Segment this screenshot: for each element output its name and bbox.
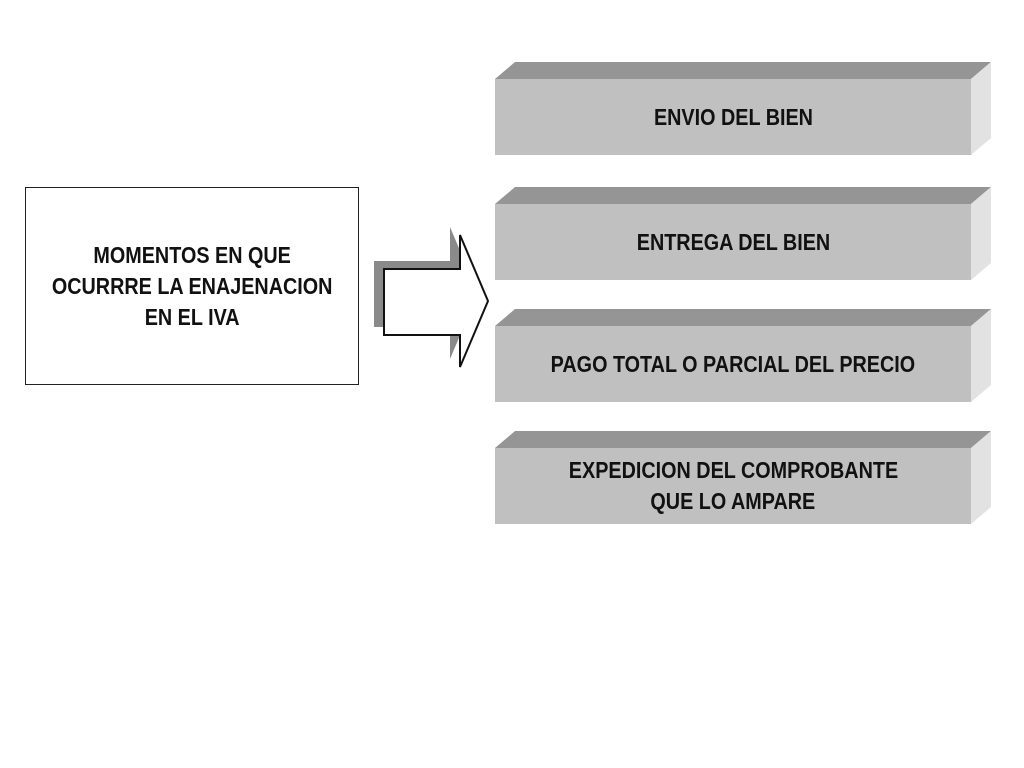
slab-label-line: EXPEDICION DEL COMPROBANTE [568,457,898,483]
slab-shape [495,62,991,155]
main-concept-text: MOMENTOS EN QUE OCURRRE LA ENAJENACION E… [52,240,333,333]
moment-slab-expedicion: EXPEDICION DEL COMPROBANTE QUE LO AMPARE [495,431,991,526]
moment-slab-entrega: ENTREGA DEL BIEN [495,187,991,282]
moment-slab-pago: PAGO TOTAL O PARCIAL DEL PRECIO [495,309,991,404]
slab-label: EXPEDICION DEL COMPROBANTE QUE LO AMPARE [495,448,971,524]
main-concept-box: MOMENTOS EN QUE OCURRRE LA ENAJENACION E… [25,187,359,385]
arrow-body [383,234,490,368]
slab-label-line: ENTREGA DEL BIEN [636,228,830,255]
slab-label-line: PAGO TOTAL O PARCIAL DEL PRECIO [550,350,916,377]
moment-slab-envio: ENVIO DEL BIEN [495,62,991,157]
slab-label: ENTREGA DEL BIEN [495,204,971,280]
main-concept-line: EN EL IVA [144,303,240,330]
slab-label-line: QUE LO AMPARE [650,488,816,514]
main-concept-line: MOMENTOS EN QUE [93,241,291,268]
right-arrow-icon [374,227,490,368]
slab-shape [495,309,991,402]
slab-shape [495,187,991,280]
slab-shape [495,431,991,524]
slab-label: ENVIO DEL BIEN [495,79,971,155]
slab-label: PAGO TOTAL O PARCIAL DEL PRECIO [495,326,971,402]
slab-label-line: ENVIO DEL BIEN [653,103,813,130]
main-concept-line: OCURRRE LA ENAJENACION [51,272,333,299]
